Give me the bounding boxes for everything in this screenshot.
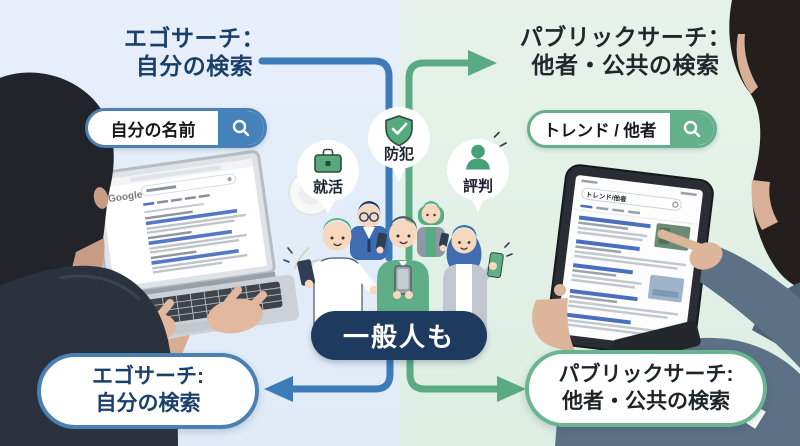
arrow-blue-left-icon	[264, 376, 293, 402]
top-right-title-line1: パブリックサーチ：	[519, 24, 732, 50]
connector-green-bottom	[406, 352, 502, 393]
pointing-hand	[657, 229, 800, 368]
bubble-reputation: 評判	[447, 131, 509, 213]
arrow-green-bottom-icon	[497, 376, 526, 402]
connector-blue-bottom	[288, 352, 394, 393]
tablet-holding-hand	[532, 284, 576, 354]
ego-search-query[interactable]: 自分の名前	[110, 120, 196, 140]
tablet-photo: トレンド/他者	[532, 164, 800, 368]
person-suit-man	[350, 201, 388, 260]
ordinary-people-pill: 一般人も	[311, 311, 487, 360]
ordinary-people-label: 一般人も	[342, 322, 455, 352]
top-right-title: パブリックサーチ： 他者・公共の検索	[498, 23, 753, 79]
tablet-screen: トレンド/他者	[557, 175, 703, 349]
laptop-screen: Google	[99, 158, 267, 288]
bottom-right-pill: パブリックサーチ: 他者・公共の検索	[525, 350, 767, 427]
top-left-title-line2: 自分の検索	[135, 53, 254, 80]
bubble-label: 防犯	[384, 145, 414, 163]
bottom-right-line2: 他者・公共の検索	[562, 389, 730, 413]
connectors	[258, 50, 526, 402]
connector-blue-top	[258, 57, 393, 262]
bubble-label: 評判	[463, 177, 493, 195]
bubble-job-hunting: 就活	[297, 140, 359, 214]
speech-bubbles: 就活 防犯	[297, 107, 509, 214]
ego-search-bar[interactable]: 自分の名前	[85, 108, 267, 148]
connector-green-top	[405, 59, 472, 262]
briefcase-icon	[314, 148, 342, 173]
top-left-title: エゴサーチ： 自分の検索	[112, 24, 277, 80]
search-icon	[683, 120, 701, 138]
bottom-left-pill: エゴサーチ: 自分の検索	[37, 353, 259, 429]
google-logo: Google	[107, 189, 143, 205]
public-search-button[interactable]	[670, 113, 714, 145]
ego-search-button[interactable]	[218, 111, 264, 145]
top-right-title-line2: 他者・公共の検索	[531, 52, 720, 79]
person-green-bob-woman	[417, 201, 449, 257]
public-search-query[interactable]: トレンド / 他者	[543, 122, 657, 140]
search-icon	[232, 119, 250, 137]
bottom-left-line2: 自分の検索	[95, 392, 201, 415]
bubble-crime-prevention: 防犯	[368, 107, 430, 182]
bottom-left-line1: エゴサーチ:	[92, 365, 204, 389]
bottom-right-line1: パブリックサーチ:	[558, 362, 734, 386]
top-left-title-line1: エゴサーチ：	[124, 25, 265, 51]
public-search-bar[interactable]: トレンド / 他者	[527, 110, 717, 148]
shield-check-icon	[385, 115, 413, 147]
person-icon	[466, 131, 507, 170]
arrow-green-right-icon	[468, 50, 497, 76]
bubble-label: 就活	[313, 178, 343, 196]
